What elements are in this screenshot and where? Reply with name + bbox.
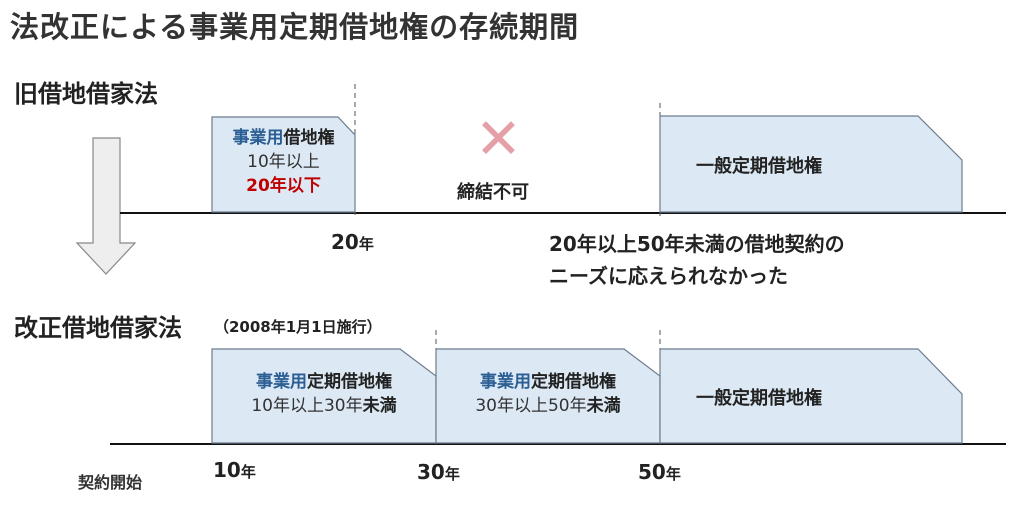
new-tick-30-num: 30: [417, 460, 445, 484]
new-tick-50: 50年: [638, 460, 681, 484]
old-law-note-line2: ニーズに応えられなかった: [549, 264, 788, 288]
not-allowed-label: 締結不可: [457, 182, 529, 203]
contract-start-label: 契約開始: [78, 473, 143, 492]
new-tick-50-num: 50: [638, 460, 666, 484]
new-box1-suffix: 定期借地権: [307, 372, 392, 392]
transition-arrow: [75, 137, 137, 275]
old-tick-20: 20年: [331, 230, 374, 254]
new-tick-10-num: 10: [213, 458, 241, 482]
new-box-30-50-text: 事業用定期借地権 30年以上50年未満: [436, 370, 660, 418]
new-box2-suffix: 定期借地権: [531, 372, 616, 392]
new-box1-prefix: 事業用: [256, 372, 307, 392]
page-title: 法改正による事業用定期借地権の存続期間: [10, 10, 580, 44]
old-business-lease-box: [211, 116, 356, 213]
not-allowed-cross-icon: ✕: [475, 107, 522, 172]
old-box-max: 20年以下: [246, 176, 321, 196]
new-box1-range-suffix: 未満: [362, 396, 397, 416]
old-law-note: 20年以上50年未満の借地契約の ニーズに応えられなかった: [549, 228, 845, 292]
new-tick-10: 10年: [213, 458, 256, 482]
old-box-prefix: 事業用: [232, 128, 284, 148]
old-law-note-line1: 20年以上50年未満の借地契約の: [549, 232, 845, 256]
old-box-suffix: 借地権: [283, 128, 335, 148]
new-box-10-30-text: 事業用定期借地権 10年以上30年未満: [212, 370, 436, 418]
old-general-lease-box: [659, 115, 963, 213]
new-tick-30: 30年: [417, 460, 460, 484]
new-tick-30-unit: 年: [444, 465, 460, 483]
new-law-heading: 改正借地借家法: [14, 314, 182, 342]
old-business-lease-text: 事業用借地権 10年以上 20年以下: [212, 126, 355, 198]
old-tick-20-unit: 年: [358, 235, 374, 253]
new-box2-prefix: 事業用: [480, 372, 531, 392]
new-general-lease-label: 一般定期借地権: [696, 388, 822, 409]
old-box-min: 10年以上: [247, 152, 320, 172]
new-tick-10-unit: 年: [240, 463, 256, 481]
new-tick-50-unit: 年: [665, 465, 681, 483]
old-tick-20-num: 20: [331, 230, 359, 254]
new-box2-range: 30年以上50年: [475, 396, 587, 416]
old-general-lease-label: 一般定期借地権: [696, 156, 822, 177]
new-law-effective-date: （2008年1月1日施行）: [214, 318, 382, 336]
old-law-heading: 旧借地借家法: [14, 80, 158, 108]
new-box1-range: 10年以上30年: [251, 396, 363, 416]
new-box2-range-suffix: 未満: [586, 396, 621, 416]
new-general-lease-box: [659, 348, 963, 444]
